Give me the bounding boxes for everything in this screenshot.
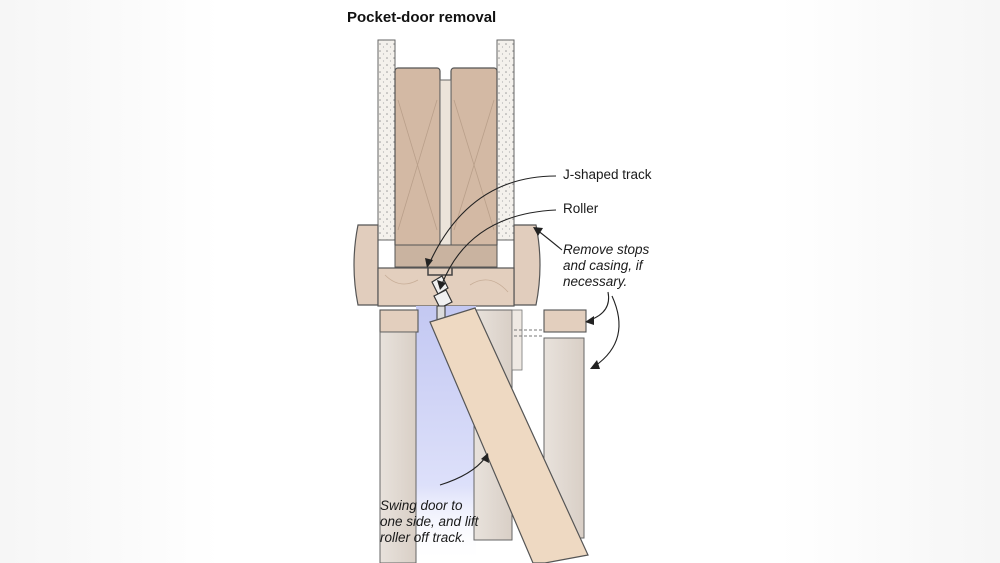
- roller-label: Roller: [563, 201, 599, 216]
- swing-label-line: roller off track.: [380, 530, 466, 545]
- swing-label-line: one side, and lift: [380, 514, 479, 529]
- right-margin: [780, 0, 1000, 563]
- stops-label-line: Remove stops: [563, 242, 650, 257]
- header-studs: [394, 67, 498, 268]
- stops-label-line: and casing, if: [563, 258, 643, 273]
- stops-label-line: necessary.: [563, 274, 628, 289]
- stops-label: Remove stops and casing, if necessary.: [563, 242, 649, 290]
- track-label: J-shaped track: [563, 167, 652, 182]
- casing: [353, 224, 541, 306]
- swung-door: [429, 307, 589, 563]
- swing-label-line: Swing door to: [380, 498, 463, 513]
- figure-title: Pocket-door removal: [347, 9, 497, 26]
- leader-lines: [425, 175, 620, 486]
- swing-label: Swing door to one side, and lift roller …: [380, 498, 478, 546]
- left-margin: [0, 0, 220, 563]
- left-stop-and-jamb: [379, 309, 419, 563]
